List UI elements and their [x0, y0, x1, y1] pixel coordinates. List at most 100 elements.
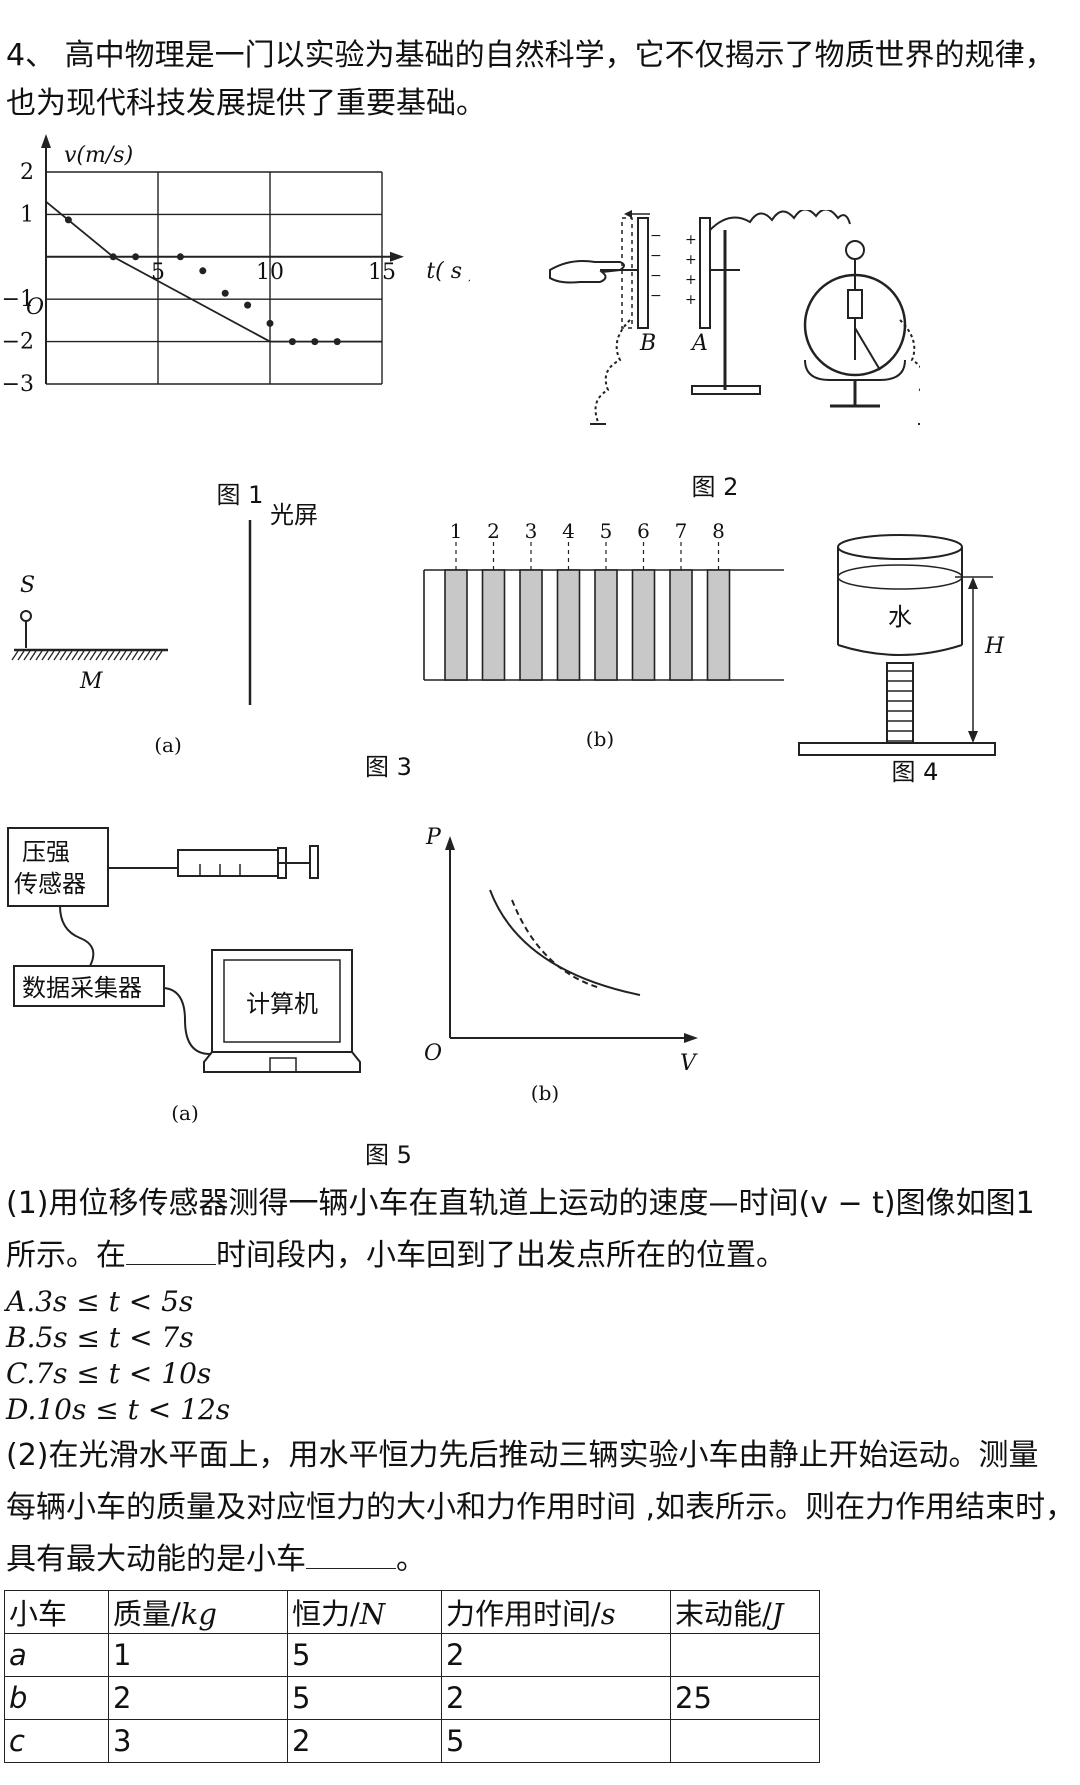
svg-text:+: + [685, 292, 697, 308]
cell-ke[interactable] [670, 1719, 820, 1763]
hatch-line [29, 650, 37, 661]
bright-fringe [669, 569, 693, 681]
fringe-number: 2 [487, 520, 500, 543]
part1-line1: (1)用位移传感器测得一辆小车在直轨道上运动的速度—时间(v − t)图像如图1 [6, 1186, 1035, 1221]
hatch-line [35, 650, 43, 661]
p-axis-label: P [425, 825, 442, 850]
hatch-line [65, 650, 73, 661]
chart-grid [46, 171, 383, 385]
plate-a-label: A [690, 331, 708, 356]
hatch-line [71, 650, 79, 661]
sensor-line2: 传感器 [14, 870, 86, 898]
bright-fringe [444, 569, 468, 681]
hatch-line [23, 650, 31, 661]
cell-cart: c [4, 1719, 109, 1763]
option-a[interactable]: A.3s ≤ t < 5s [6, 1285, 194, 1318]
cart-data-table: 小车 质量/kg 恒力/N 力作用时间/s 末动能/J a 1 5 2 b 2 … [4, 1590, 820, 1763]
hatch-line [95, 650, 103, 661]
option-b[interactable]: B.5s ≤ t < 7s [6, 1321, 194, 1354]
y-tick-label: 2 [20, 160, 34, 185]
question-intro-line2: 也为现代科技发展提供了重要基础。 [6, 86, 486, 121]
data-point [109, 253, 117, 261]
hatch-line [59, 650, 67, 661]
cell-force: 5 [287, 1633, 442, 1677]
isotherm-solid [489, 889, 641, 996]
data-point [288, 338, 296, 346]
figure-5b-sublabel: (b) [531, 1081, 559, 1105]
part1-line2-before: 所示。在 [6, 1238, 126, 1273]
y-tick-label: −1 [2, 287, 34, 312]
svg-text:−: − [650, 288, 662, 304]
height-label: H [984, 634, 1005, 659]
hatch-line [11, 650, 19, 661]
table-row: b 2 5 2 25 [4, 1676, 820, 1720]
option-c[interactable]: C.7s ≤ t < 10s [6, 1357, 212, 1390]
figure-4-caption: 图 4 [892, 758, 939, 786]
cell-cart: a [4, 1633, 109, 1677]
chart-y-axis-label: v(m/s) [64, 143, 133, 168]
svg-text:+: + [685, 272, 697, 288]
velocity-line [45, 200, 382, 343]
cell-ke: 25 [670, 1676, 820, 1720]
x-tick-label: 15 [368, 260, 396, 285]
fringe-number: 7 [675, 520, 688, 543]
table-row: a 1 5 2 [4, 1633, 820, 1677]
hatch-line [101, 650, 109, 661]
y-tick-label: 1 [20, 202, 34, 227]
answer-blank-2[interactable] [306, 1538, 396, 1569]
fringe-number: 6 [637, 520, 650, 543]
water-label: 水 [888, 603, 912, 631]
hatch-line [41, 650, 49, 661]
bright-fringe [594, 569, 618, 681]
cell-mass: 3 [108, 1719, 288, 1763]
data-point [244, 301, 252, 309]
chart-series-points [64, 216, 341, 346]
chart-series-line [45, 200, 382, 343]
cell-time: 5 [441, 1719, 671, 1763]
cell-ke[interactable] [670, 1633, 820, 1677]
option-d[interactable]: D.10s ≤ t < 12s [6, 1393, 231, 1426]
hatch-line [113, 650, 121, 661]
y-axis-arrow [41, 134, 51, 148]
chart-axes [41, 134, 404, 384]
part2-line3-before: 具有最大动能的是小车 [6, 1542, 306, 1577]
data-point [199, 267, 207, 275]
hatch-line [107, 650, 115, 661]
fringe-number: 4 [562, 520, 575, 543]
chart-x-axis-label: t( s ) [426, 259, 470, 284]
isotherm-dashed [511, 899, 601, 989]
figure-5-caption: 图 5 [365, 1141, 412, 1169]
data-point [64, 216, 72, 224]
origin-label: O [424, 1041, 442, 1066]
fringe-number: 5 [600, 520, 613, 543]
answer-blank-1[interactable] [126, 1234, 216, 1265]
hatch-line [83, 650, 91, 661]
fringe-number: 1 [450, 520, 463, 543]
figure-3-caption: 图 3 [365, 753, 412, 781]
cell-mass: 2 [108, 1676, 288, 1720]
header-time: 力作用时间/s [441, 1590, 671, 1634]
cell-force: 5 [287, 1676, 442, 1720]
hatch-line [125, 650, 133, 661]
figure-5a-sublabel: (a) [171, 1101, 199, 1125]
figure-3a-sublabel: (a) [154, 733, 182, 757]
data-point [132, 253, 140, 261]
svg-text:+: + [685, 252, 697, 268]
computer-label: 计算机 [246, 990, 318, 1018]
syringe [177, 849, 279, 877]
svg-text:+: + [685, 232, 697, 248]
screen-label-text: 光屏 [270, 501, 318, 529]
fringe-number: 3 [525, 520, 538, 543]
bright-fringe [519, 569, 543, 681]
bright-fringe [556, 569, 581, 681]
header-ke: 末动能/J [670, 1590, 820, 1634]
figure-2-electroscope-apparatus: −− −− B ++ ++ A 图 2 [549, 210, 920, 501]
cell-time: 2 [441, 1676, 671, 1720]
svg-text:−: − [650, 268, 662, 284]
table-row: c 3 2 5 [4, 1719, 820, 1763]
hatch-line [47, 650, 55, 661]
figure-4-water-tank: 水 H 图 4 [798, 534, 1005, 786]
